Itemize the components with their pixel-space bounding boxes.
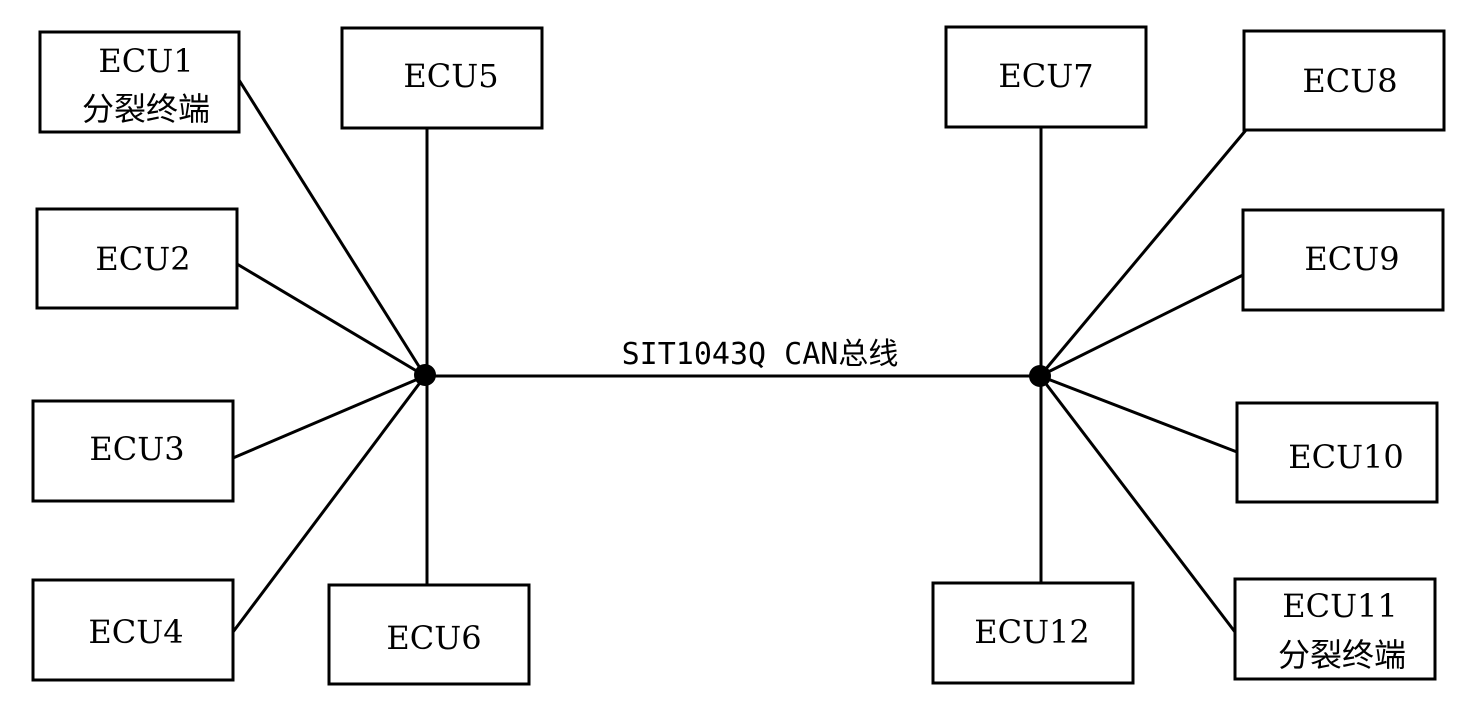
ecu12-name: ECU12 [974, 613, 1090, 651]
ecu9-name: ECU9 [1304, 240, 1399, 278]
ecu5-box: ECU5 [340, 26, 544, 130]
ecu5-name: ECU5 [403, 57, 498, 95]
ecu7-box: ECU7 [944, 25, 1148, 129]
ecu7-name: ECU7 [998, 57, 1093, 95]
ecu8-box: ECU8 [1242, 29, 1446, 132]
stub-ecu10 [1039, 374, 1238, 454]
left-junction-node [414, 364, 436, 386]
stub-ecu1 [237, 79, 427, 377]
ecu3-name: ECU3 [89, 430, 184, 468]
ecu6-name: ECU6 [386, 619, 481, 657]
ecu12-box: ECU12 [931, 581, 1135, 685]
ecu11-name: ECU11 [1282, 587, 1398, 625]
stub-ecu9 [1039, 273, 1244, 378]
ecu1-box: ECU1 分裂终端 [38, 30, 241, 134]
ecu9-box: ECU9 [1241, 208, 1445, 312]
ecu2-box: ECU2 [35, 207, 239, 310]
right-junction-node [1029, 365, 1051, 387]
ecu4-box: ECU4 [31, 578, 235, 682]
ecu3-box: ECU3 [31, 399, 235, 503]
ecu10-box: ECU10 [1235, 401, 1439, 504]
stub-ecu8 [1038, 129, 1248, 377]
can-bus-label: SIT1043Q CAN总线 [622, 337, 899, 372]
ecu11-box: ECU11 分裂终端 [1233, 577, 1437, 681]
stub-ecu3 [232, 374, 426, 460]
ecu6-box: ECU6 [327, 583, 531, 686]
ecu1-name: ECU1 [98, 42, 193, 80]
stub-ecu11 [1038, 375, 1237, 633]
ecu1-role: 分裂终端 [82, 90, 210, 128]
ecu4-name: ECU4 [88, 613, 183, 651]
stub-ecu2 [236, 262, 426, 378]
ecu10-name: ECU10 [1288, 438, 1404, 476]
ecu11-role: 分裂终端 [1278, 636, 1406, 674]
ecu2-name: ECU2 [95, 240, 190, 278]
ecu8-name: ECU8 [1302, 62, 1397, 100]
stub-ecu4 [231, 375, 427, 633]
